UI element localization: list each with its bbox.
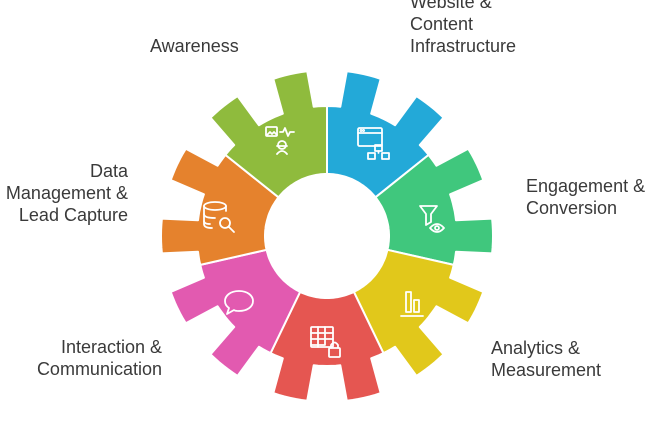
label-interaction: Interaction & Communication (36, 337, 162, 379)
label-data: Data Management & Lead Capture (5, 161, 128, 225)
gear-hub (265, 174, 389, 298)
image-signal-person-icon (265, 126, 295, 155)
label-awareness: Awareness (150, 36, 239, 56)
chat-bubble-icon (224, 290, 254, 315)
label-website: Website & Content Infrastructure (410, 0, 517, 56)
funnel-eye-icon (419, 205, 445, 233)
label-analytics: Analytics & Measurement (491, 338, 602, 380)
label-engagement: Engagement & Conversion (526, 176, 646, 218)
database-search-icon (203, 201, 235, 233)
table-lock-icon (310, 326, 341, 358)
browser-sitemap-icon (357, 127, 390, 160)
bar-chart-icon (400, 291, 424, 317)
